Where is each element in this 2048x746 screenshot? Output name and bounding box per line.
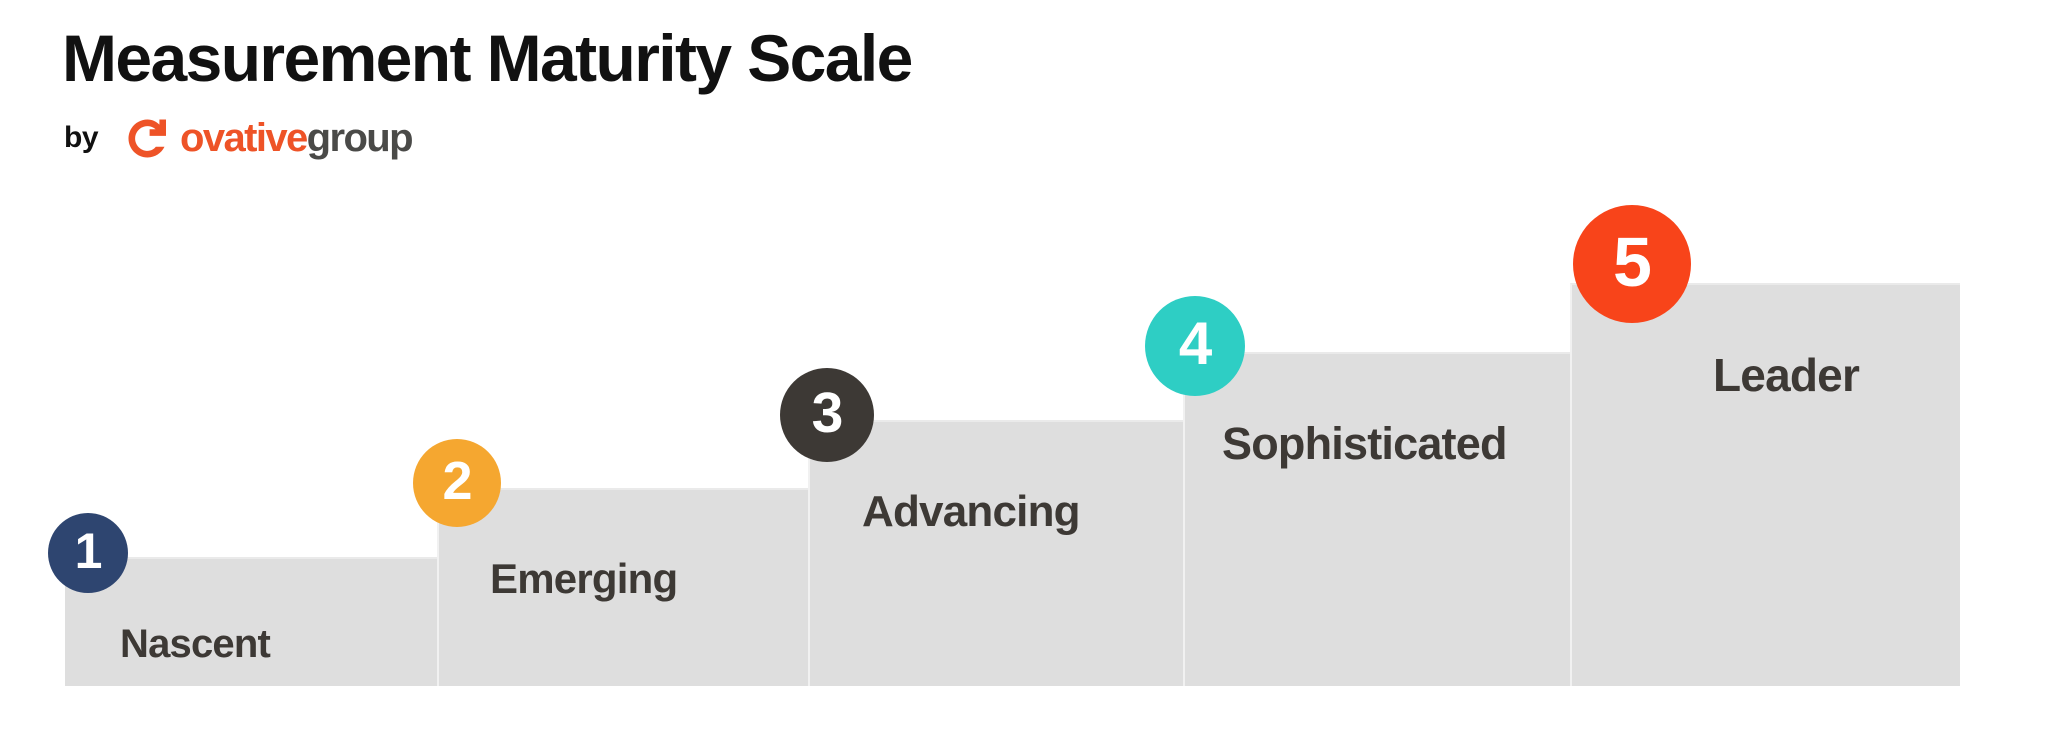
circular-arrow-icon (124, 115, 170, 161)
step-number-text: 5 (1613, 223, 1652, 301)
brand-name-primary: ovative (180, 116, 308, 160)
step-bar-leader (1570, 283, 1960, 686)
step-label-leader: Leader (1713, 349, 1860, 401)
step-bar-nascent (65, 557, 437, 686)
step-label-advancing: Advancing (862, 487, 1081, 536)
step-bar-advancing (808, 420, 1183, 686)
step-label-nascent: Nascent (120, 622, 271, 666)
step-number-text: 1 (74, 523, 103, 579)
step-number-badge-2: 2 (413, 439, 501, 527)
step-number-badge-5: 5 (1573, 205, 1691, 323)
step-number-text: 3 (811, 380, 844, 445)
step-number-badge-1: 1 (48, 513, 128, 593)
page-title: Measurement Maturity Scale (62, 21, 913, 95)
brand-lockup: by ovative group (64, 112, 414, 164)
step-label-emerging: Emerging (490, 555, 678, 602)
brand-name-secondary: group (306, 116, 414, 160)
step-bar-sophisticated (1183, 352, 1570, 686)
step-number-text: 4 (1178, 310, 1212, 377)
step-number-badge-4: 4 (1145, 296, 1245, 396)
step-number-text: 2 (442, 451, 472, 511)
step-label-sophisticated: Sophisticated (1222, 418, 1507, 469)
step-bar-emerging (437, 488, 808, 686)
by-label: by (64, 121, 99, 154)
step-number-badge-3: 3 (780, 368, 874, 462)
